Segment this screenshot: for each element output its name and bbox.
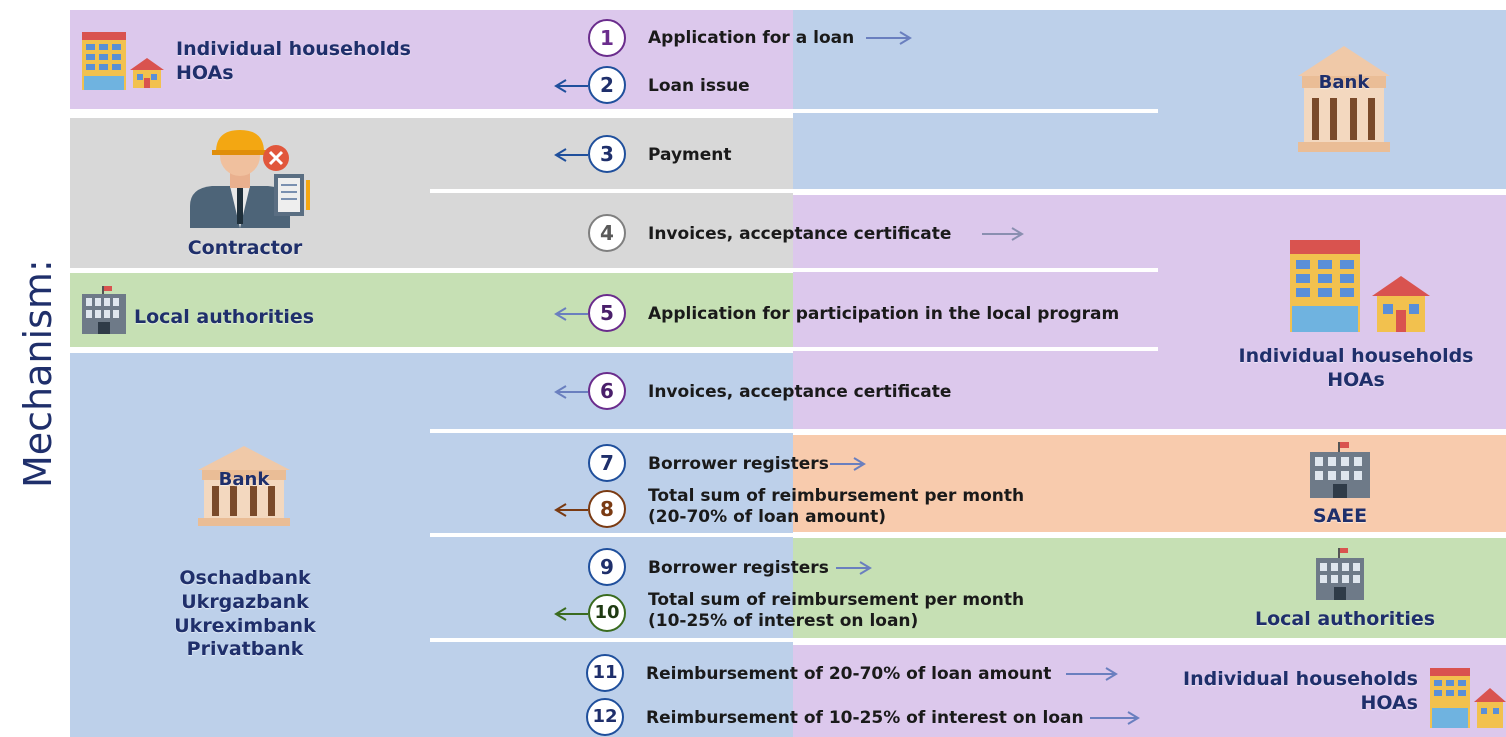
step-number-12: 12 [586,698,624,736]
arrow-right-icon [1090,711,1140,725]
step-number-7: 7 [588,444,626,482]
right-households-name: Individual households HOAs [1216,345,1496,393]
right-households-line2: HOAs [1327,368,1385,391]
bottom-households-line2: HOAs [1360,691,1418,714]
step-label-10: Total sum of reimbursement per month (10… [648,590,1024,632]
step-number-9: 9 [588,548,626,586]
step-label-5: Application for participation in the loc… [648,304,1120,324]
right-households-line1: Individual households [1238,345,1474,367]
saee-name: SAEE [1312,505,1368,527]
arrow-left-icon [554,385,588,399]
band-saee [793,435,1506,532]
right-local-authorities-name: Local authorities [1254,608,1436,630]
band-contractor [70,118,793,268]
band-households-bottom [793,645,1506,737]
step-number-3: 3 [588,135,626,173]
left-households-line2: HOAs [176,61,234,84]
arrow-left-icon [554,307,588,321]
band-households-left [70,10,793,110]
step-number-11: 11 [586,654,624,692]
band-local-authorities-right [793,538,1506,638]
step-label-3: Payment [648,145,732,165]
band-local-authorities-left [70,273,793,348]
step-label-8-line1: Total sum of reimbursement per month [648,486,1025,506]
step-number-4: 4 [588,214,626,252]
step-number-1: 1 [588,19,626,57]
step-label-6: Invoices, acceptance certificate [648,382,952,402]
step-label-8-line2: (20-70% of loan amount) [648,507,887,527]
bank-name: Ukrgazbank [181,590,309,613]
arrow-left-icon [554,79,588,93]
step-number-5: 5 [588,294,626,332]
mechanism-label: Mechanism: [16,259,60,488]
step-label-9: Borrower registers [648,558,829,578]
separator [70,109,1158,113]
left-bank-icon-label: Bank [218,469,270,490]
right-bank-icon-label: Bank [1318,72,1370,93]
arrow-left-icon [554,607,588,621]
house-icon [1372,276,1430,332]
left-households-line1: Individual households [176,38,411,60]
bottom-households-line1: Individual households [1183,668,1418,690]
bottom-households-name: Individual households HOAs [1160,668,1418,716]
contractor-name: Contractor [187,237,303,259]
arrow-right-icon [982,227,1024,241]
left-local-authorities-name: Local authorities [134,306,315,328]
step-number-2: 2 [588,66,626,104]
bank-name: Oschadbank [179,567,311,589]
step-label-7: Borrower registers [648,454,829,474]
step-label-12: Reimbursement of 10-25% of interest on l… [646,708,1084,728]
apartment-building-icon [82,32,126,90]
step-label-4: Invoices, acceptance certificate [648,224,952,244]
step-label-8: Total sum of reimbursement per month (20… [648,486,1024,528]
bank-name: Ukreximbank [174,614,316,637]
separator [430,429,1506,433]
arrow-right-icon [1066,667,1118,681]
step-number-10: 10 [588,594,626,632]
house-icon [1474,688,1506,728]
government-building-icon [1310,442,1370,498]
band-bank-left [70,353,793,737]
step-label-10-line2: (10-25% of interest on loan) [648,611,919,631]
arrow-left-icon [554,148,588,162]
separator [70,268,1158,272]
step-label-2: Loan issue [648,76,750,96]
step-label-11: Reimbursement of 20-70% of loan amount [646,664,1052,684]
bank-list: Oschadbank Ukrgazbank Ukreximbank Privat… [150,567,340,662]
apartment-building-icon [1430,668,1470,728]
band-bank-right [793,10,1506,190]
separator [430,533,1506,537]
separator [70,347,1158,351]
step-label-10-line1: Total sum of reimbursement per month [648,590,1025,610]
separator [430,189,1506,193]
bank-building-icon [198,446,290,526]
left-households-name: Individual households HOAs [176,38,411,86]
apartment-building-icon [1290,240,1360,332]
house-icon [130,58,164,88]
government-building-icon [1316,548,1364,600]
bank-name: Privatbank [186,638,304,661]
government-building-icon [82,286,126,334]
step-label-1: Application for a loan [648,28,855,48]
arrow-right-icon [836,561,872,575]
bank-building-icon [1298,46,1390,152]
contractor-icon [190,130,310,228]
arrow-right-icon [866,31,912,45]
separator [430,638,1506,642]
arrow-left-icon [554,503,588,517]
arrow-right-icon [830,457,866,471]
step-number-6: 6 [588,372,626,410]
step-number-8: 8 [588,490,626,528]
